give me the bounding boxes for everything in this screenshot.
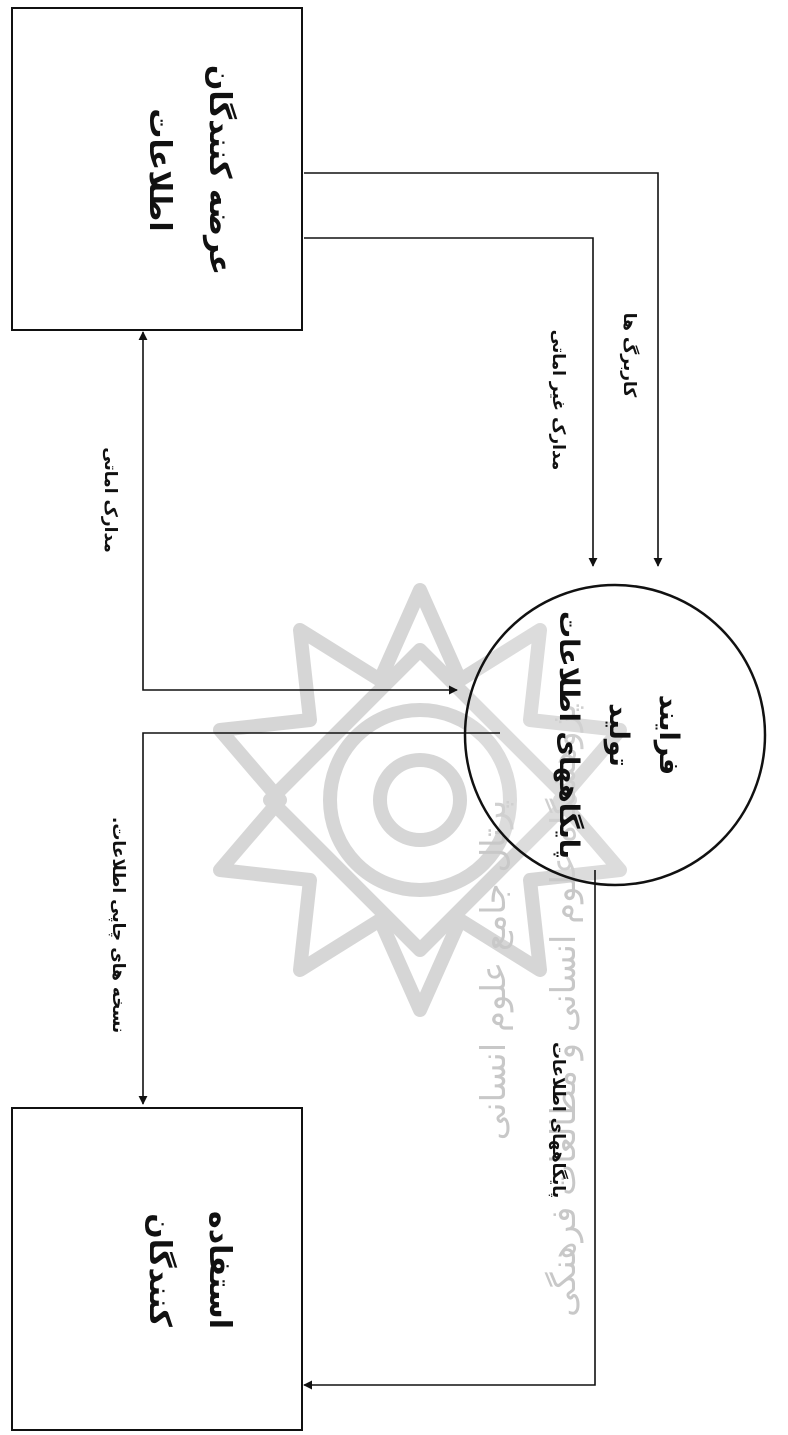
suppliers-box [11, 7, 303, 331]
process-label-line2: تولید [603, 703, 634, 767]
flow-deposit-docs-label: مدارک اماتی [100, 447, 120, 553]
flow-deposit-docs-line [138, 331, 458, 695]
process-label-line1: فرایند [653, 695, 684, 776]
suppliers-label-line1: عرضه کنندگان [202, 65, 238, 275]
flow-printed-copies-label: نسخه های چاپی اطلاعات. [108, 817, 128, 1033]
process-circle [463, 583, 767, 887]
consumers-box [11, 1107, 303, 1431]
watermark-text-group: پژوهشگاه علوم انسانی و مطالعات فرهنگی پر… [474, 703, 584, 1317]
flow-worksheets-label: کاربرگ ها [619, 313, 639, 398]
consumers-label-line2: کنندگان [142, 1213, 178, 1327]
process-label-line3: پایگاههای اطلاعات [553, 611, 585, 859]
watermark-line-2: پرتال جامع علوم انسانی [474, 800, 514, 1140]
flow-non-deposit-docs-line [304, 237, 598, 567]
suppliers-label-line2: اطلاعات [142, 108, 177, 231]
flow-printed-copies-line [138, 732, 500, 1105]
consumers-label-line1: استفاده [202, 1211, 237, 1329]
watermark-emblem [213, 583, 627, 1017]
flow-worksheets-line [304, 172, 663, 567]
watermark-line-1: پژوهشگاه علوم انسانی و مطالعات فرهنگی [544, 703, 584, 1317]
flow-databases-line [303, 870, 596, 1390]
flow-non-deposit-docs-label: مدارک غیر اماتی [548, 330, 568, 471]
flow-databases-label: پایگاههای اطلاعات [548, 1042, 569, 1198]
